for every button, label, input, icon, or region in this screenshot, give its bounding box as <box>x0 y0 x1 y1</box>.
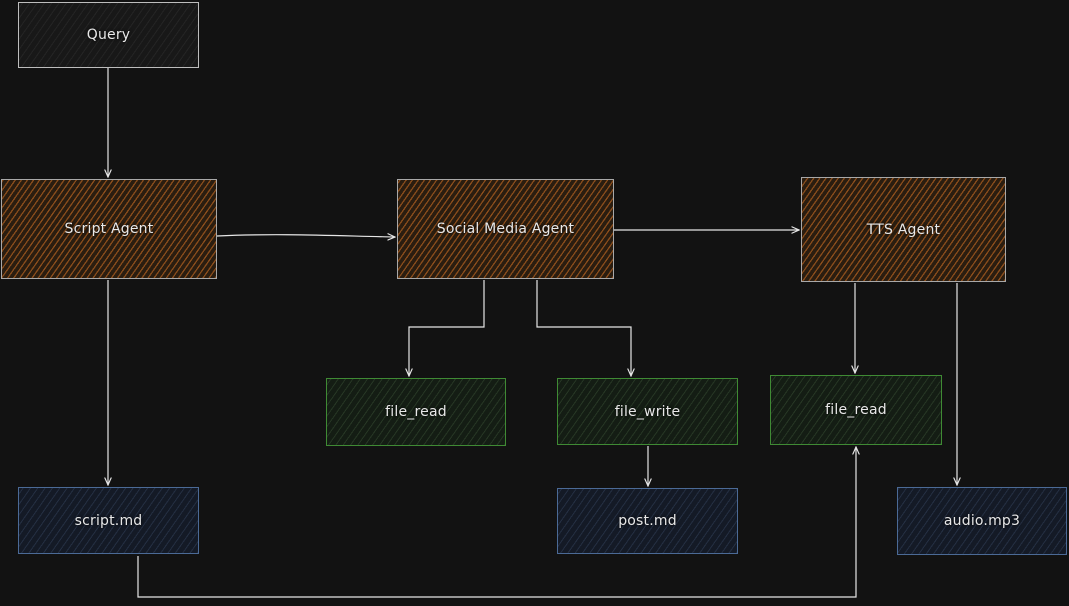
script-md-node[interactable]: script.md <box>18 487 199 554</box>
post-md-label: post.md <box>618 513 677 529</box>
edge-social-media-agent-to-file-read <box>409 280 485 376</box>
query-label: Query <box>86 27 131 43</box>
audio-mp3-node[interactable]: audio.mp3 <box>897 487 1067 555</box>
social-media-agent-node[interactable]: Social Media Agent <box>397 179 614 279</box>
tts-agent-node[interactable]: TTS Agent <box>801 177 1006 282</box>
edge-script-agent-to-social-media-agent <box>216 235 395 237</box>
file-read-node[interactable]: file_read <box>326 378 506 446</box>
script-agent-label: Script Agent <box>64 221 154 237</box>
tts-agent-label: TTS Agent <box>866 221 941 238</box>
script-md-label: script.md <box>74 512 143 529</box>
post-md-node[interactable]: post.md <box>557 488 738 554</box>
file-write-node[interactable]: file_write <box>557 378 738 445</box>
social-media-agent-label: Social Media Agent <box>436 221 575 237</box>
tts-file-read-node[interactable]: file_read <box>770 375 942 445</box>
edge-script-md-to-file-read <box>137 447 856 598</box>
tts-file-read-label: file_read <box>825 402 887 418</box>
audio-mp3-label: audio.mp3 <box>943 513 1021 529</box>
edge-social-media-agent-to-file-write <box>536 280 631 376</box>
query-node[interactable]: Query <box>18 2 199 68</box>
script-agent-node[interactable]: Script Agent <box>1 179 217 279</box>
file-read-label: file_read <box>385 404 447 420</box>
file-write-label: file_write <box>614 403 681 420</box>
